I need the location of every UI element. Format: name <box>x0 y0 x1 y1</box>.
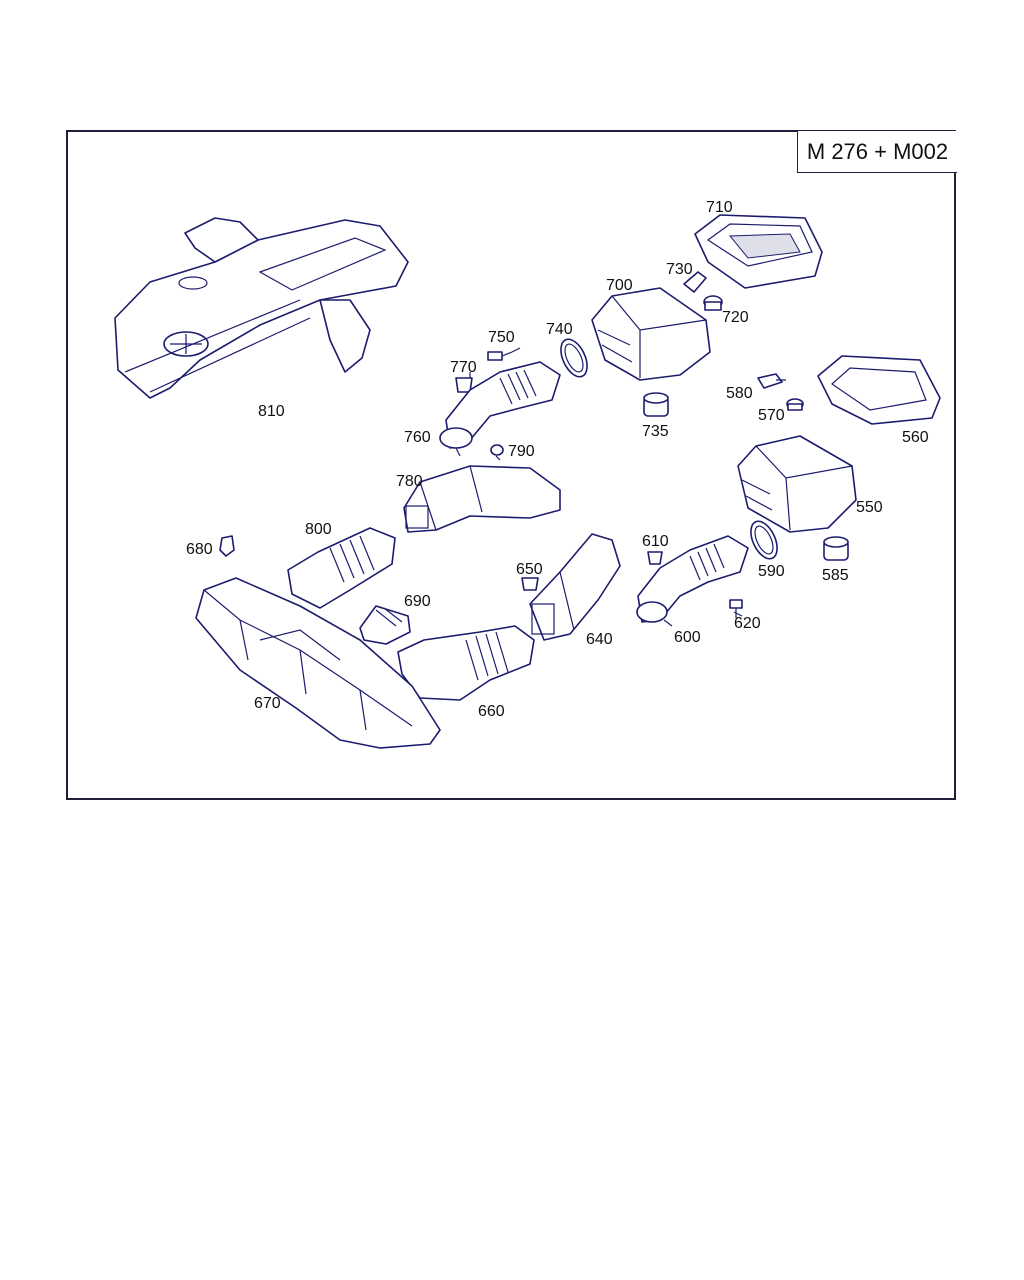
part-680-clip <box>219 535 235 557</box>
part-690-bracket <box>359 605 411 645</box>
label-600: 600 <box>674 629 701 646</box>
part-580-sensor <box>757 373 783 389</box>
part-750-screw <box>487 351 513 361</box>
label-680: 680 <box>186 541 213 558</box>
part-760-intake-pipe <box>439 361 561 449</box>
label-780: 780 <box>396 473 423 490</box>
label-720: 720 <box>722 309 749 326</box>
label-570: 570 <box>758 407 785 424</box>
part-720-plug <box>703 295 723 311</box>
label-640: 640 <box>586 631 613 648</box>
part-550-air-filter-housing <box>737 435 857 533</box>
label-660: 660 <box>478 703 505 720</box>
part-740-seal-ring <box>560 338 588 378</box>
part-700-air-filter-housing <box>591 287 711 381</box>
label-740: 740 <box>546 321 573 338</box>
label-560: 560 <box>902 429 929 446</box>
label-770: 770 <box>450 359 477 376</box>
part-800-bellows <box>287 527 396 609</box>
part-670-intake-channel <box>195 577 441 749</box>
diagram-title-box: M 276 + M002 <box>797 131 957 173</box>
label-810: 810 <box>258 403 285 420</box>
part-660-bellows <box>397 625 535 701</box>
label-750: 750 <box>488 329 515 346</box>
label-550: 550 <box>856 499 883 516</box>
part-560-air-filter <box>817 355 941 425</box>
label-730: 730 <box>666 261 693 278</box>
diagram-title: M 276 + M002 <box>806 138 949 164</box>
label-590: 590 <box>758 563 785 580</box>
label-585: 585 <box>822 567 849 584</box>
part-labels: 810 710 730 700 720 740 750 770 760 790 … <box>186 199 929 720</box>
label-700: 700 <box>606 277 633 294</box>
part-570-plug <box>786 398 804 411</box>
label-690: 690 <box>404 593 431 610</box>
label-610: 610 <box>642 533 669 550</box>
part-640-air-duct <box>529 533 621 641</box>
label-735: 735 <box>642 423 669 440</box>
part-650-grommet <box>521 577 539 591</box>
part-585-damper <box>823 536 849 561</box>
label-710: 710 <box>706 199 733 216</box>
label-670: 670 <box>254 695 281 712</box>
part-810-engine-cover <box>114 217 409 399</box>
label-650: 650 <box>516 561 543 578</box>
part-590-seal-ring <box>750 520 778 560</box>
part-600-intake-pipe <box>636 535 749 623</box>
part-710-air-filter <box>694 214 823 289</box>
part-790-clip <box>490 444 504 456</box>
part-730-sensor <box>683 271 707 293</box>
label-580: 580 <box>726 385 753 402</box>
part-610-grommet <box>647 551 663 565</box>
part-735-damper <box>643 392 669 417</box>
label-760: 760 <box>404 429 431 446</box>
label-800: 800 <box>305 521 332 538</box>
leader-lines <box>455 347 786 627</box>
part-780-air-duct <box>403 465 561 533</box>
label-620: 620 <box>734 615 761 632</box>
diagram-frame <box>66 130 956 800</box>
label-790: 790 <box>508 443 535 460</box>
